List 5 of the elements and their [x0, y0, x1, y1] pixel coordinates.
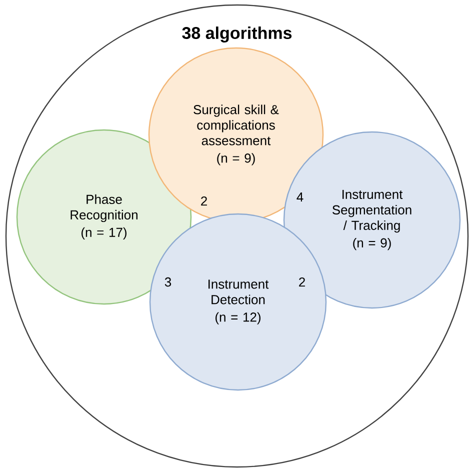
title: 38 algorithms: [182, 26, 292, 42]
overlap-count: 3: [164, 277, 172, 287]
overlap-count: 4: [296, 192, 304, 202]
overlap-count: 2: [299, 277, 305, 287]
overlap-count: 2: [201, 196, 207, 206]
